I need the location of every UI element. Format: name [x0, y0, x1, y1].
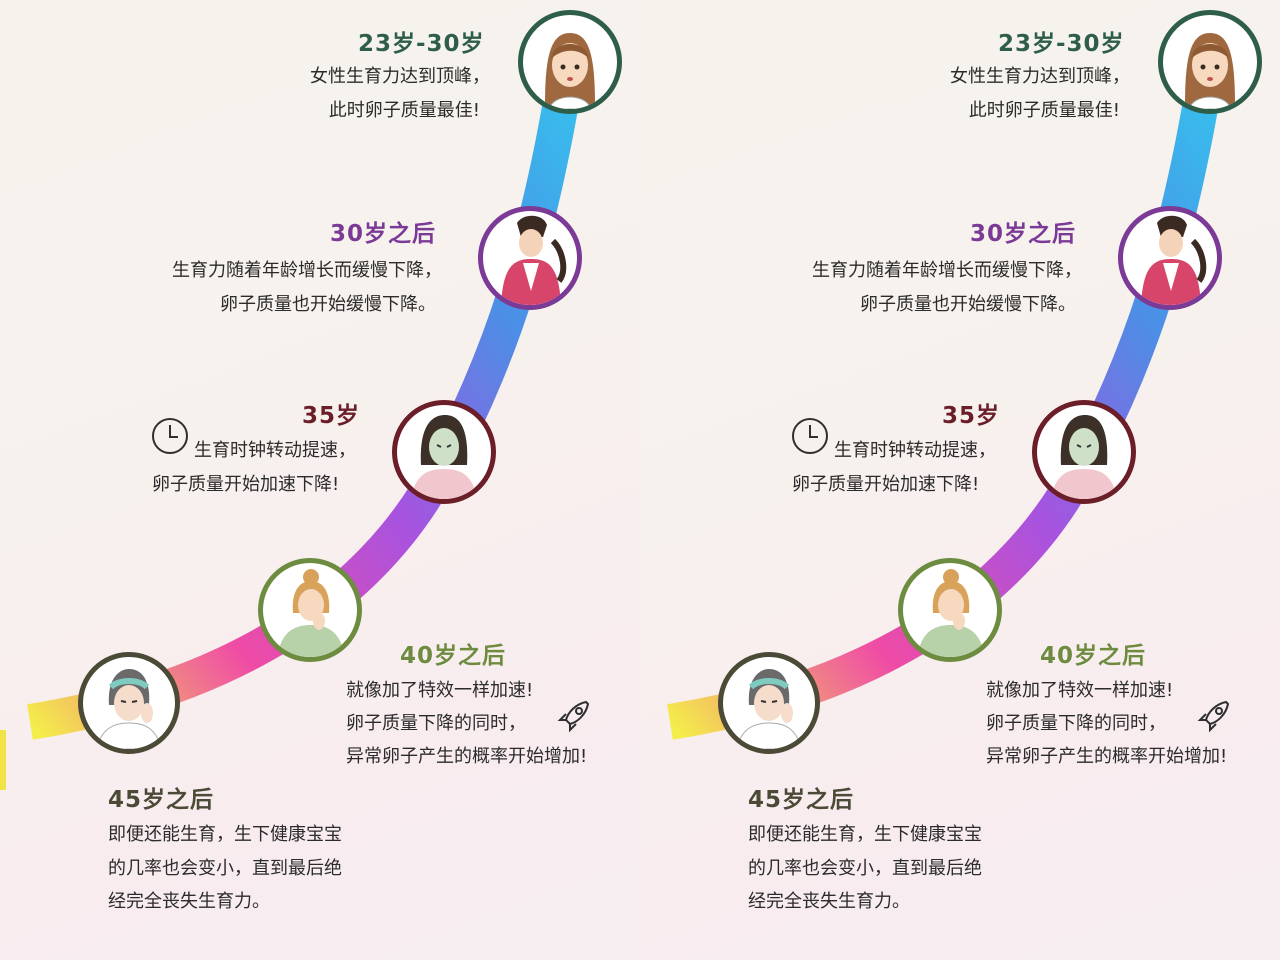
stage-text-line: 经完全丧失生育力。: [748, 891, 910, 912]
stage-text-line: 卵子质量也开始缓慢下降。: [220, 294, 436, 315]
avatar-woman-hair-bun: [898, 558, 1002, 662]
stage-text-line: 就像加了特效一样加速!: [346, 680, 534, 701]
stage-text-line: 卵子质量也开始缓慢下降。: [860, 294, 1076, 315]
stage-title: 40岁之后: [1040, 643, 1147, 669]
stage-text-line: 的几率也会变小，直到最后绝: [748, 858, 982, 879]
avatar-young-woman: [518, 10, 622, 114]
stage-title: 40岁之后: [400, 643, 507, 669]
rocket-icon: [1197, 700, 1230, 733]
stage-text-line: 生育时钟转动提速，: [194, 440, 356, 461]
stage-text-line: 即便还能生育，生下健康宝宝: [108, 824, 342, 845]
stage-title: 30岁之后: [330, 221, 437, 247]
timeline-panel-left: 23岁-30岁 女性生育力达到顶峰， 此时卵子质量最佳! 30岁之后 生育力随着…: [0, 0, 640, 960]
stage-text-line: 的几率也会变小，直到最后绝: [108, 858, 342, 879]
avatar-young-woman: [1158, 10, 1262, 114]
avatar-worried-woman: [1032, 400, 1136, 504]
stage-text-line: 女性生育力达到顶峰，: [310, 66, 490, 87]
stage-title: 30岁之后: [970, 221, 1077, 247]
stage-title: 45岁之后: [108, 787, 215, 813]
stage-title: 35岁: [302, 403, 361, 429]
stage-text-line: 女性生育力达到顶峰，: [950, 66, 1130, 87]
stage-text-line: 即便还能生育，生下健康宝宝: [748, 824, 982, 845]
stage-text-line: 就像加了特效一样加速!: [986, 680, 1174, 701]
rocket-icon: [557, 700, 590, 733]
stage-text-line: 此时卵子质量最佳!: [328, 100, 480, 121]
stage-text-line: 此时卵子质量最佳!: [968, 100, 1120, 121]
stage-text-line: 卵子质量下降的同时，: [346, 713, 526, 734]
avatar-woman-pink-jacket: [1118, 206, 1222, 310]
stage-text-line: 异常卵子产生的概率开始增加!: [346, 746, 588, 767]
stage-title: 45岁之后: [748, 787, 855, 813]
avatar-woman-headband: [718, 652, 820, 754]
avatar-worried-woman: [392, 400, 496, 504]
stage-text-line: 卵子质量开始加速下降!: [152, 474, 340, 495]
edge-strip: [0, 730, 6, 790]
timeline-panel-right: 23岁-30岁 女性生育力达到顶峰， 此时卵子质量最佳! 30岁之后 生育力随着…: [640, 0, 1280, 960]
stage-title: 35岁: [942, 403, 1001, 429]
stage-text-line: 卵子质量开始加速下降!: [792, 474, 980, 495]
stage-text-line: 生育时钟转动提速，: [834, 440, 996, 461]
clock-icon: [152, 418, 188, 454]
stage-text-line: 生育力随着年龄增长而缓慢下降，: [812, 260, 1082, 281]
clock-icon: [792, 418, 828, 454]
avatar-woman-pink-jacket: [478, 206, 582, 310]
stage-text-line: 卵子质量下降的同时，: [986, 713, 1166, 734]
avatar-woman-headband: [78, 652, 180, 754]
stage-text-line: 异常卵子产生的概率开始增加!: [986, 746, 1228, 767]
stage-text-line: 经完全丧失生育力。: [108, 891, 270, 912]
stage-text-line: 生育力随着年龄增长而缓慢下降，: [172, 260, 442, 281]
avatar-woman-hair-bun: [258, 558, 362, 662]
stage-title: 23岁-30岁: [358, 31, 485, 57]
stage-title: 23岁-30岁: [998, 31, 1125, 57]
